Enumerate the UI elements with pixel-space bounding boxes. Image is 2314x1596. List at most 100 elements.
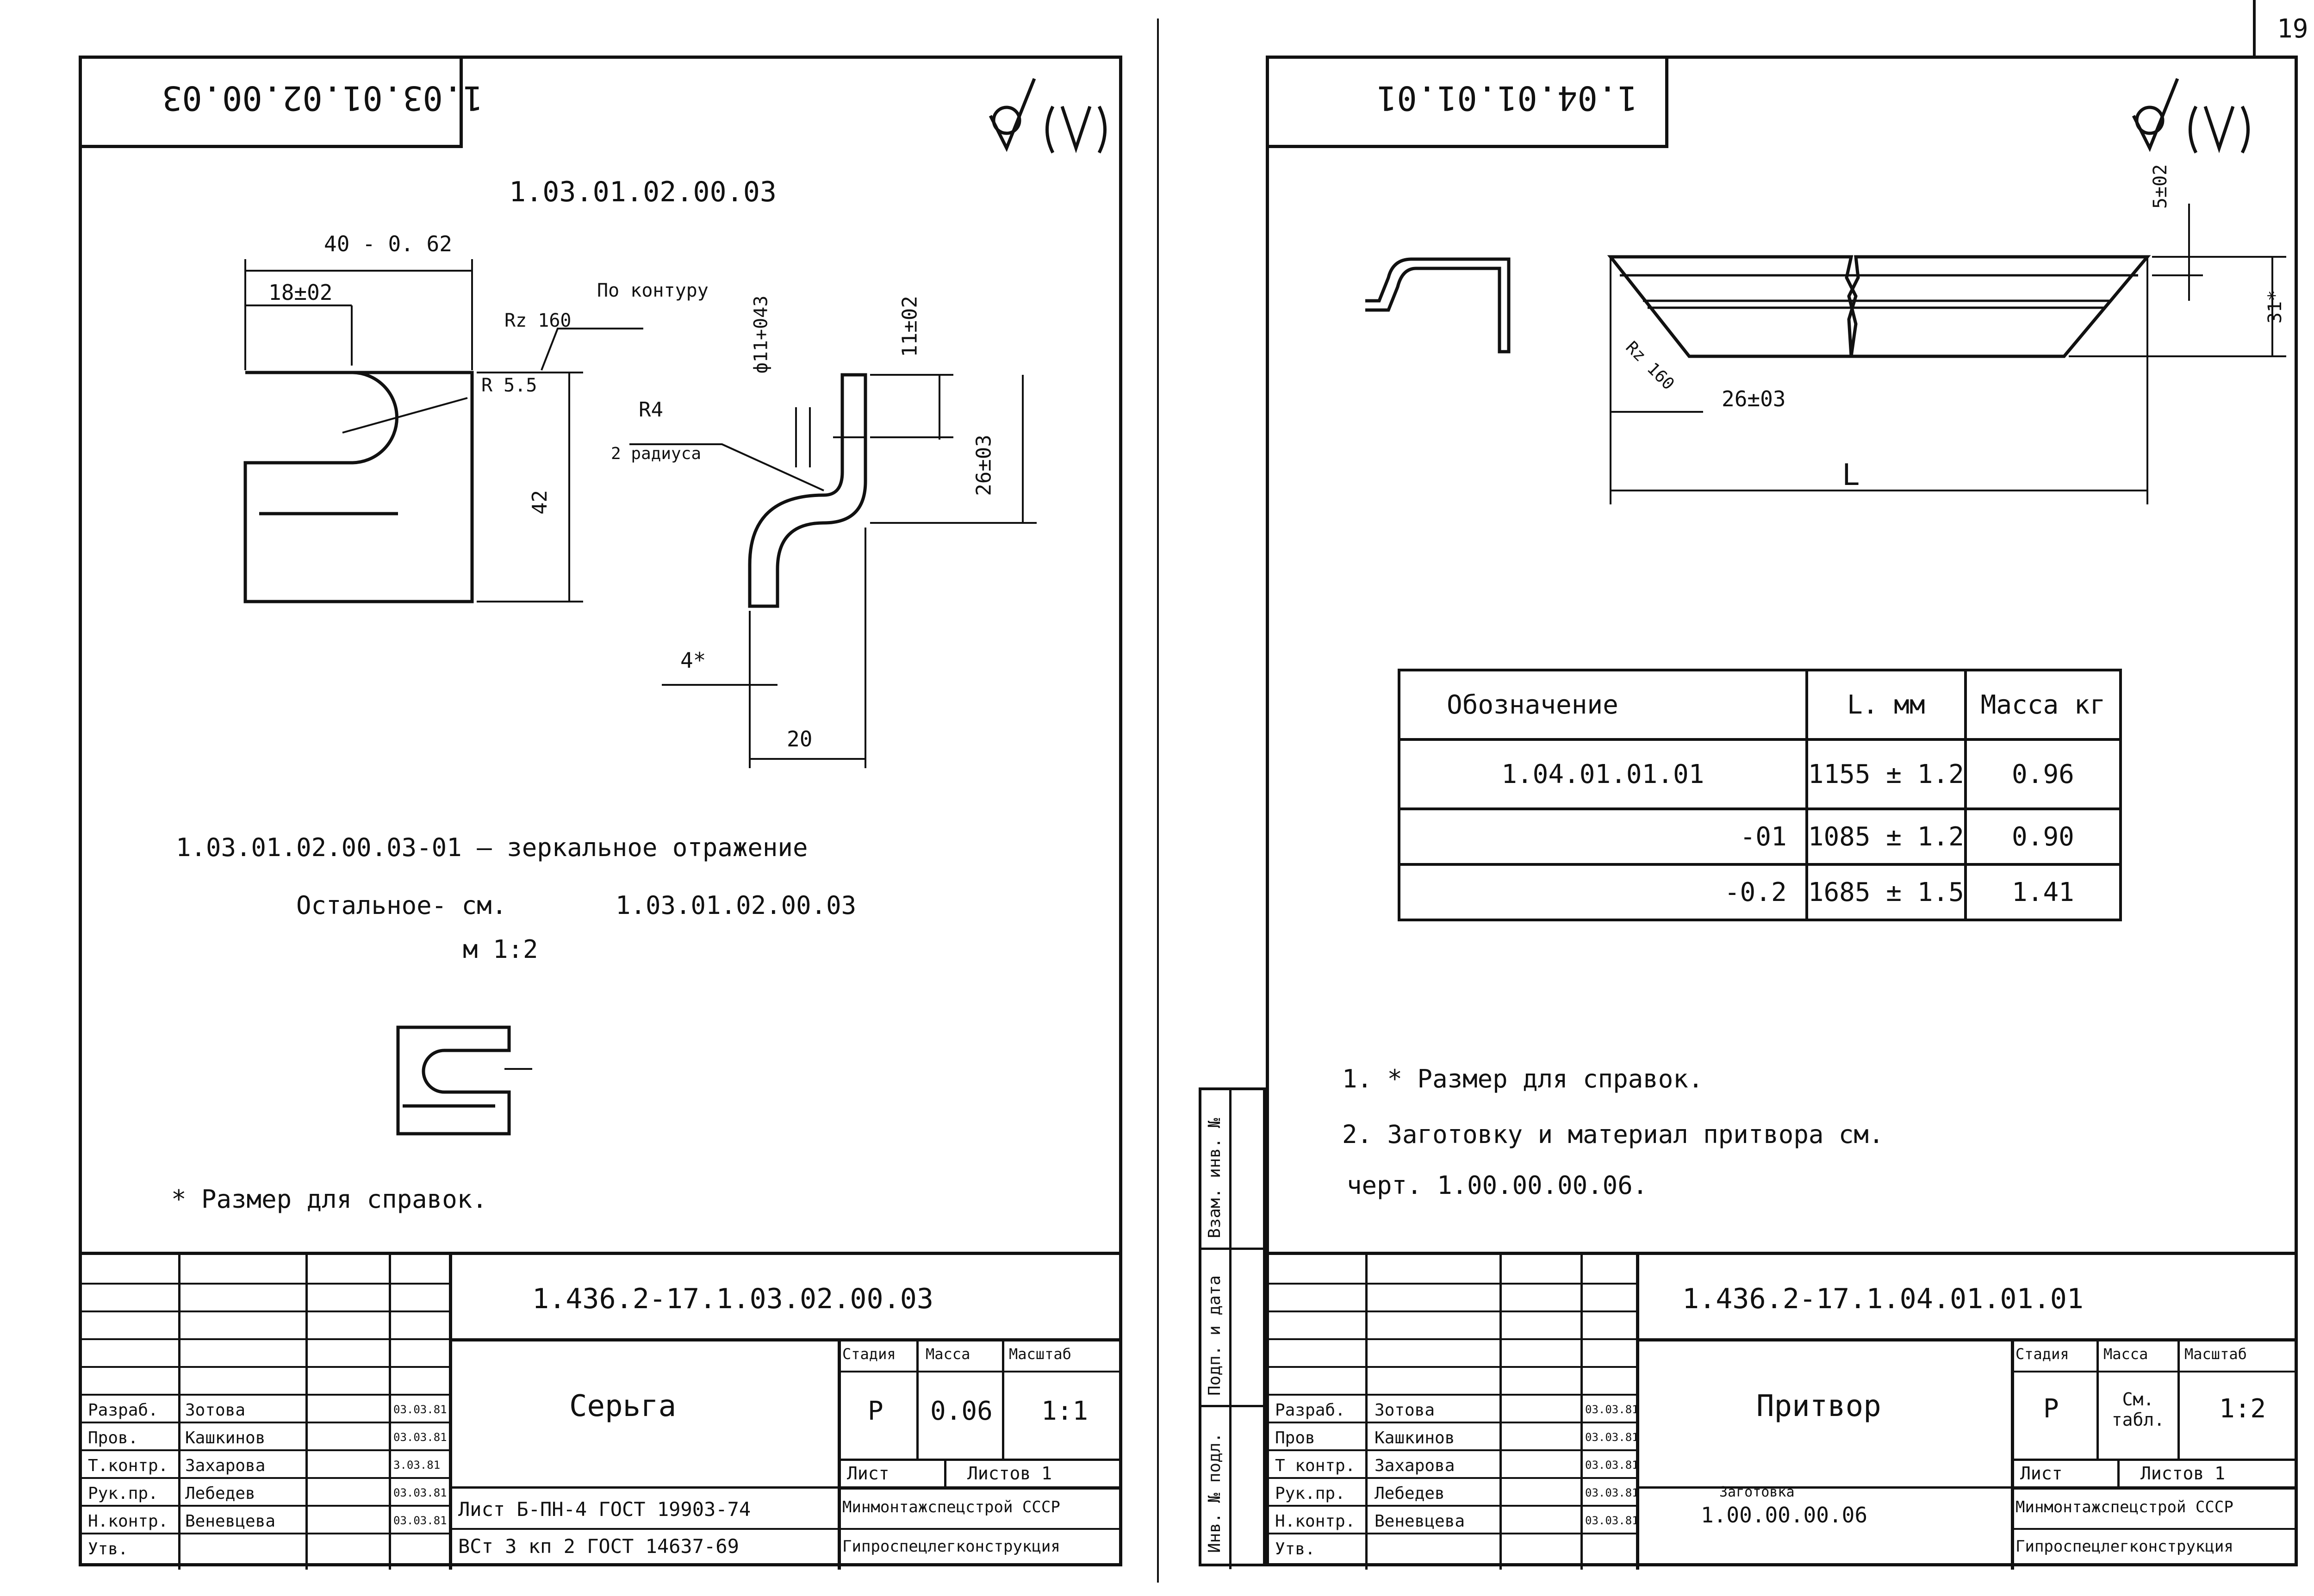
tb-r-date-4: 03.03.81 xyxy=(1585,1514,1639,1527)
left-mass: 0.06 xyxy=(930,1396,993,1426)
dim-r55: R 5.5 xyxy=(481,375,537,396)
dim-26: 26±03 xyxy=(972,435,996,496)
right-bar-view xyxy=(1607,204,2286,504)
spec-table: Обозначение L. мм Масса кг 1.04.01.01.01… xyxy=(1398,669,2122,921)
left-roughness-icon xyxy=(989,78,1107,154)
left-code-box: 1.03.01.02.00.03 xyxy=(79,56,483,148)
tb-name-3: Лебедев xyxy=(185,1484,255,1503)
dim-20: 20 xyxy=(787,727,813,751)
right-scale: 1:2 xyxy=(2219,1394,2266,1424)
stamp-podp-data: Подп. и дата xyxy=(1205,1275,1224,1396)
right-sheets-h: Листов 1 xyxy=(2140,1463,2226,1484)
tb-date-2: 3.03.81 xyxy=(393,1459,441,1472)
left-stage-h: Стадия xyxy=(842,1345,896,1363)
right-title-block: Разраб. Пров Т контр. Рук.пр. Н.контр. У… xyxy=(1266,1252,2298,1570)
tb-r-date-1: 03.03.81 xyxy=(1585,1431,1639,1444)
dim-40: 40 - 0. 62 xyxy=(324,231,452,256)
right-mass: См. табл. xyxy=(2111,1389,2165,1430)
spec-cell: -0.2 xyxy=(1398,863,1808,921)
left-sheet-h: Лист xyxy=(847,1463,890,1484)
right-note-1: 1. * Размер для справок. xyxy=(1342,1064,1704,1093)
dim-4: 4* xyxy=(680,648,706,673)
dim-42: 42 xyxy=(528,490,552,515)
left-material-1: Лист Б-ПН-4 ГОСТ 19903-74 xyxy=(458,1498,751,1521)
right-mass-h: Масса xyxy=(2103,1345,2148,1363)
tb-r-name-1: Кашкинов xyxy=(1375,1428,1455,1447)
right-blank-code: 1.00.00.00.06 xyxy=(1701,1503,1868,1528)
left-stage: Р xyxy=(868,1396,883,1426)
scale-note: м 1:2 xyxy=(463,935,538,964)
spec-cell: 1.04.01.01.01 xyxy=(1398,738,1808,810)
tb-role-3: Рук.пр. xyxy=(88,1484,158,1503)
tb-date-1: 03.03.81 xyxy=(393,1431,447,1444)
tb-r-role-3: Рук.пр. xyxy=(1275,1484,1345,1503)
left-org-1: Минмонтажспецстрой СССР xyxy=(842,1498,1060,1516)
stamp-vzam-inv: Взам. инв. № xyxy=(1205,1118,1224,1238)
note-rest-code: 1.03.01.02.00.03 xyxy=(616,891,857,920)
dim-phi: ф11+043 xyxy=(750,295,772,374)
tb-r-role-4: Н.контр. xyxy=(1275,1512,1356,1531)
spec-header-length: L. мм xyxy=(1805,669,1967,741)
right-part-name: Притвор xyxy=(1756,1389,1881,1423)
right-stage-h: Стадия xyxy=(2015,1345,2069,1363)
tb-role-0: Разраб. xyxy=(88,1401,158,1420)
left-part-code: 1.03.01.02.00.03 xyxy=(509,176,777,208)
right-note-2: 2. Заготовку и материал притвора см. xyxy=(1342,1120,1884,1149)
tb-r-role-2: Т контр. xyxy=(1275,1456,1356,1475)
right-note-3: черт. 1.00.00.00.06. xyxy=(1347,1171,1648,1200)
right-org-1: Минмонтажспецстрой СССР xyxy=(2015,1498,2233,1516)
tb-date-0: 03.03.81 xyxy=(393,1403,447,1416)
tb-r-role-1: Пров xyxy=(1275,1428,1315,1447)
tb-role-5: Утв. xyxy=(88,1540,128,1559)
tb-role-2: Т.контр. xyxy=(88,1456,168,1475)
tb-date-4: 03.03.81 xyxy=(393,1514,447,1527)
left-mass-h: Масса xyxy=(926,1345,970,1363)
spec-cell: 0.96 xyxy=(1964,738,2122,810)
right-scale-h: Масштаб xyxy=(2184,1345,2247,1363)
dim-right-31: 31* xyxy=(2264,290,2286,324)
left-mirror-sketch xyxy=(396,1025,532,1136)
tb-r-name-0: Зотова xyxy=(1375,1401,1435,1420)
tb-role-1: Пров. xyxy=(88,1428,138,1447)
right-sheet-frame xyxy=(1266,56,2298,1566)
tb-r-role-0: Разраб. xyxy=(1275,1401,1345,1420)
page-number-divider xyxy=(2253,0,2256,56)
note-rest-label: Остальное- см. xyxy=(296,891,507,920)
right-sheet-h: Лист xyxy=(2020,1463,2063,1484)
right-blank-label: Заготовка xyxy=(1719,1484,1795,1500)
tb-r-date-3: 03.03.81 xyxy=(1585,1486,1639,1499)
tb-r-date-0: 03.03.81 xyxy=(1585,1403,1639,1416)
left-part-name: Серьга xyxy=(569,1389,677,1423)
right-org-2: Гипроспецлегконструкция xyxy=(2015,1537,2233,1556)
right-stage: Р xyxy=(2043,1394,2059,1424)
left-doc-code: 1.436.2-17.1.03.02.00.03 xyxy=(532,1283,933,1315)
spec-cell: 1685 ± 1.5 xyxy=(1805,863,1967,921)
tb-role-4: Н.контр. xyxy=(88,1512,168,1531)
tb-r-name-3: Лебедев xyxy=(1375,1484,1445,1503)
table-row: 1.04.01.01.01 1155 ± 1.2 0.96 xyxy=(1398,738,2122,810)
spec-cell: 1085 ± 1.2 xyxy=(1805,807,1967,866)
dim-r4: R4 xyxy=(639,398,663,422)
left-scale: 1:1 xyxy=(1041,1396,1089,1426)
spec-cell: 0.90 xyxy=(1964,807,2122,866)
dim-two-radii: 2 радиуса xyxy=(611,444,702,463)
left-footnote: * Размер для справок. xyxy=(171,1185,487,1214)
right-doc-code: 1.436.2-17.1.04.01.01.01 xyxy=(1682,1283,2084,1315)
spec-header-mass: Масса кг xyxy=(1964,669,2122,741)
dim-right-L: L xyxy=(1842,458,1860,492)
left-title-block: Разраб. Пров. Т.контр. Рук.пр. Н.контр. … xyxy=(79,1252,1122,1570)
center-fold-line xyxy=(1157,19,1159,1583)
dim-11: 11±02 xyxy=(898,296,922,357)
left-scale-h: Масштаб xyxy=(1009,1345,1071,1363)
side-stamp-column: Инв. № подл. Подп. и дата Взам. инв. № xyxy=(1199,1087,1269,1569)
tb-name-0: Зотова xyxy=(185,1401,246,1420)
left-org-2: Гипроспецлегконструкция xyxy=(842,1537,1060,1556)
tb-name-4: Веневцева xyxy=(185,1512,276,1531)
left-sheet-frame xyxy=(79,56,1122,1566)
left-profile-view xyxy=(629,373,1037,768)
right-code-box: 1.04.01.01.01 xyxy=(1266,56,1668,148)
tb-r-role-5: Утв. xyxy=(1275,1540,1315,1559)
tb-date-3: 03.03.81 xyxy=(393,1486,447,1499)
stamp-inv-podl: Инв. № подл. xyxy=(1205,1432,1224,1553)
